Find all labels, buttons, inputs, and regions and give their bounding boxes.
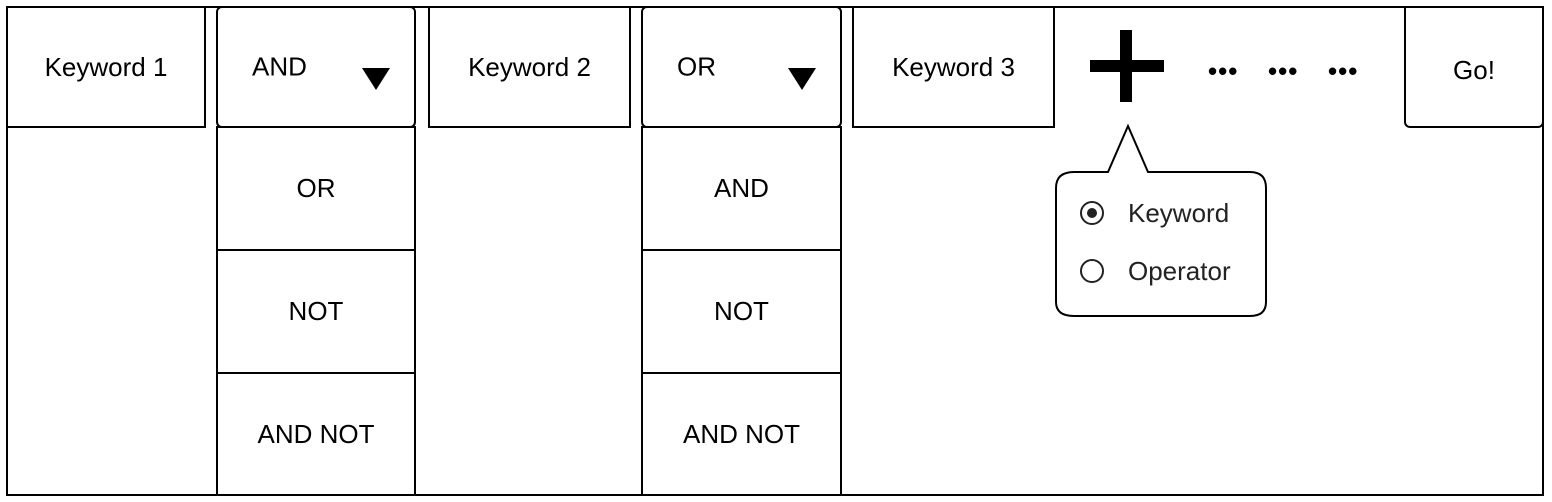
radio-unchecked-icon[interactable] <box>1080 259 1104 283</box>
dropdown-2-option-label: NOT <box>714 296 769 326</box>
popover-option-label: Keyword <box>1128 198 1230 228</box>
radio-checked-icon[interactable] <box>1080 201 1104 225</box>
dropdown-1-option-or[interactable]: OR <box>216 126 416 251</box>
operator-dropdown-1-value: AND <box>252 51 307 82</box>
keyword-3-label: Keyword 3 <box>892 51 1015 82</box>
operator-dropdown-2-value: OR <box>677 51 716 82</box>
dropdown-1-option-label: AND NOT <box>257 418 375 449</box>
dropdown-1-option-not[interactable]: NOT <box>216 249 416 374</box>
ellipsis-2: ••• <box>1268 56 1299 86</box>
popover-bubble-shape <box>1055 123 1267 317</box>
popover-option-label: Operator <box>1128 256 1231 286</box>
dropdown-1-option-label: OR <box>296 173 336 203</box>
popover-option-keyword[interactable]: Keyword <box>1076 196 1256 230</box>
dropdown-2-option-and-not[interactable]: AND NOT <box>641 372 842 496</box>
ellipsis-1: ••• <box>1208 56 1239 86</box>
dropdown-1-option-label: NOT <box>288 296 344 326</box>
dropdown-2-option-label: AND <box>714 173 769 203</box>
add-term-button[interactable] <box>1084 26 1170 108</box>
ellipsis-3: ••• <box>1328 56 1359 86</box>
add-term-popover: Keyword Operator <box>1052 122 1272 322</box>
keyword-3-field[interactable]: Keyword 3 <box>852 6 1055 128</box>
dropdown-2-option-not[interactable]: NOT <box>641 249 842 374</box>
dropdown-2-option-and[interactable]: AND <box>641 126 842 251</box>
dropdown-1-option-and-not[interactable]: AND NOT <box>216 372 416 496</box>
popover-option-operator[interactable]: Operator <box>1076 254 1256 288</box>
keyword-2-label: Keyword 2 <box>468 51 591 82</box>
keyword-1-field[interactable]: Keyword 1 <box>6 6 206 128</box>
go-button-label: Go! <box>1453 54 1495 85</box>
dropdown-1-caret-down-icon <box>362 68 390 90</box>
keyword-1-label: Keyword 1 <box>44 51 168 82</box>
operator-dropdown-1[interactable]: AND <box>216 6 416 128</box>
dropdown-2-option-label: AND NOT <box>683 418 800 449</box>
operator-dropdown-2[interactable]: OR <box>641 6 842 128</box>
keyword-2-field[interactable]: Keyword 2 <box>428 6 631 128</box>
go-button[interactable]: Go! <box>1404 6 1544 128</box>
dropdown-2-caret-down-icon <box>788 68 816 90</box>
